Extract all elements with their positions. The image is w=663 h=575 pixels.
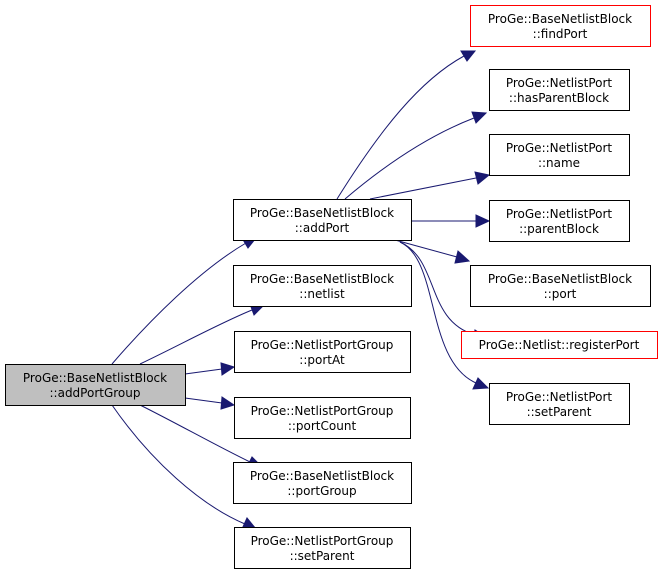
node-line1: ProGe::NetlistPort xyxy=(506,76,613,90)
edge-addPortGroup-portAt xyxy=(184,368,223,375)
node-addPort[interactable]: ProGe::BaseNetlistBlock ::addPort xyxy=(233,199,412,241)
edges xyxy=(111,50,491,530)
node-findPort[interactable]: ProGe::BaseNetlistBlock ::findPort xyxy=(470,5,651,47)
node-line1: ProGe::BaseNetlistBlock xyxy=(250,272,394,286)
node-line2: ::addPort xyxy=(295,221,350,235)
edge-addPort-registerPort xyxy=(399,241,476,336)
node-line1: ProGe::BaseNetlistBlock xyxy=(250,469,394,483)
edge-arrow xyxy=(472,377,490,390)
edge-arrow xyxy=(471,111,488,124)
edge-arrow xyxy=(460,50,477,62)
node-line1: ProGe::NetlistPort xyxy=(506,390,613,404)
node-line2: ::portGroup xyxy=(287,484,356,498)
edge-addPort-port xyxy=(394,239,458,258)
node-line2: ::findPort xyxy=(533,27,588,41)
node-portAt[interactable]: ProGe::NetlistPortGroup ::portAt xyxy=(234,331,411,373)
edge-addPort-npSetParent xyxy=(399,241,477,384)
edge-addPort-hasParentBlock xyxy=(344,117,475,200)
edge-arrow xyxy=(220,396,236,410)
node-line2: ::parentBlock xyxy=(519,222,599,236)
node-line2: ::portCount xyxy=(288,419,357,433)
node-line1: ProGe::NetlistPortGroup xyxy=(251,338,394,352)
node-line1: ProGe::NetlistPort xyxy=(506,207,613,221)
node-line2: ::netlist xyxy=(299,287,345,301)
edge-addPortGroup-portCount xyxy=(184,397,223,404)
node-portCount[interactable]: ProGe::NetlistPortGroup ::portCount xyxy=(234,397,411,439)
node-npSetParent[interactable]: ProGe::NetlistPort ::setParent xyxy=(489,383,630,425)
node-line1: ProGe::BaseNetlistBlock xyxy=(488,272,632,286)
node-line2: ::name xyxy=(538,156,580,170)
node-line1: ProGe::NetlistPortGroup xyxy=(251,534,394,548)
node-addPortGroup[interactable]: ProGe::BaseNetlistBlock ::addPortGroup xyxy=(5,364,186,406)
node-line2: ::port xyxy=(544,287,577,301)
node-pgSetParent[interactable]: ProGe::NetlistPortGroup ::setParent xyxy=(234,527,411,569)
edge-arrow xyxy=(454,250,471,264)
node-line1: ProGe::NetlistPortGroup xyxy=(251,404,394,418)
edge-addPortGroup-portGroup xyxy=(139,404,251,463)
node-line2: ::addPortGroup xyxy=(50,386,141,400)
edge-arrow xyxy=(220,362,236,376)
node-line2: ::hasParentBlock xyxy=(509,91,609,105)
node-line1: ProGe::BaseNetlistBlock xyxy=(250,206,394,220)
node-port[interactable]: ProGe::BaseNetlistBlock ::port xyxy=(470,265,651,307)
edge-addPortGroup-addPort xyxy=(111,242,247,365)
edge-addPortGroup-pgSetParent xyxy=(111,404,246,525)
node-portGroup[interactable]: ProGe::BaseNetlistBlock ::portGroup xyxy=(233,462,412,504)
node-line2: ::portAt xyxy=(299,353,345,367)
node-line1: ProGe::BaseNetlistBlock xyxy=(488,12,632,26)
edge-addPort-name xyxy=(369,177,477,200)
node-netlist[interactable]: ProGe::BaseNetlistBlock ::netlist xyxy=(233,265,412,307)
node-line1: ProGe::BaseNetlistBlock xyxy=(23,371,167,385)
edge-arrow xyxy=(474,171,491,185)
node-parentBlock[interactable]: ProGe::NetlistPort ::parentBlock xyxy=(489,200,630,242)
node-line2: ::setParent xyxy=(527,405,592,419)
edge-arrow xyxy=(475,214,491,228)
edge-addPortGroup-netlist xyxy=(139,309,253,365)
edge-addPort-findPort xyxy=(336,55,465,200)
node-line1: ProGe::NetlistPort xyxy=(506,141,613,155)
node-name[interactable]: ProGe::NetlistPort ::name xyxy=(489,134,630,176)
node-registerPort[interactable]: ProGe::Netlist::registerPort xyxy=(461,331,658,359)
node-hasParentBlock[interactable]: ProGe::NetlistPort ::hasParentBlock xyxy=(489,69,630,111)
node-line1: ProGe::Netlist::registerPort xyxy=(479,338,640,352)
node-line2: ::setParent xyxy=(290,549,355,563)
